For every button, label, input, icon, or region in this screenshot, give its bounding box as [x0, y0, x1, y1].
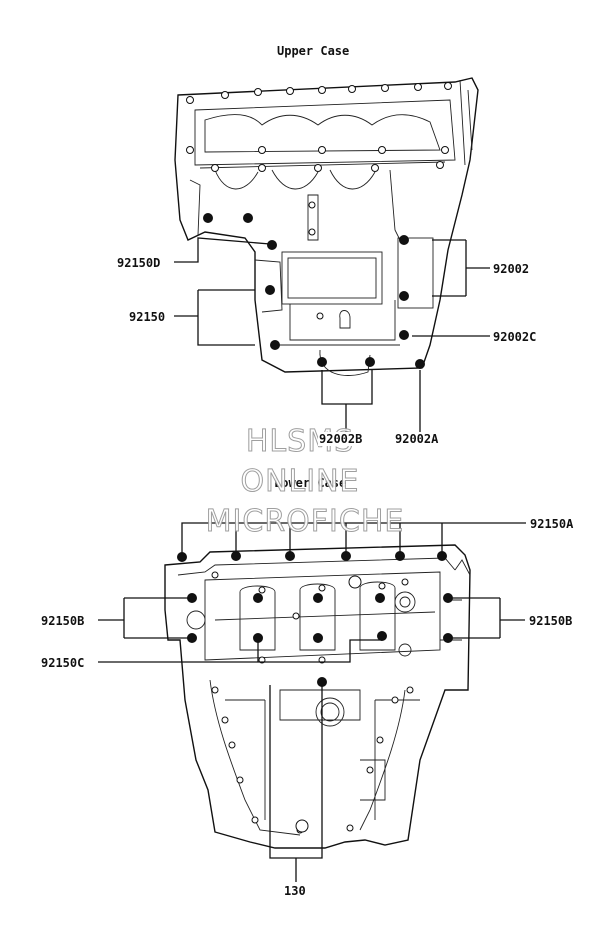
- bolt-dot: [375, 593, 385, 603]
- hole-ring: [381, 84, 389, 92]
- part-92150C[interactable]: 92150C: [40, 656, 86, 670]
- bolt-dot: [399, 291, 409, 301]
- hole-ring: [441, 146, 449, 154]
- hole-ring: [318, 86, 326, 94]
- bolt-dot: [443, 593, 453, 603]
- lower-case-drawing: [164, 544, 471, 849]
- hole-ring: [211, 164, 219, 172]
- bolt-dot: [443, 633, 453, 643]
- hole-ring: [318, 146, 326, 154]
- bolt-dot: [243, 213, 253, 223]
- bolt-dot: [270, 340, 280, 350]
- bolt-dot: [203, 213, 213, 223]
- hole-ring: [348, 575, 362, 589]
- hole-ring: [376, 736, 384, 744]
- hole-ring: [254, 88, 262, 96]
- hole-ring: [371, 164, 379, 172]
- bolt-dot: [187, 633, 197, 643]
- bolt-dot: [265, 285, 275, 295]
- part-92150B-left[interactable]: 92150B: [40, 614, 86, 628]
- hole-ring: [186, 96, 194, 104]
- hole-ring: [378, 146, 386, 154]
- part-92150B-right[interactable]: 92150B: [528, 614, 574, 628]
- hole-ring: [444, 82, 452, 90]
- bolt-dot: [399, 235, 409, 245]
- part-92002C[interactable]: 92002C: [492, 330, 538, 344]
- part-92002A[interactable]: 92002A: [394, 432, 440, 446]
- bolt-dot: [317, 677, 327, 687]
- hole-ring: [391, 696, 399, 704]
- hole-ring: [406, 686, 414, 694]
- hole-ring: [316, 312, 324, 320]
- hole-ring: [348, 85, 356, 93]
- hole-ring: [295, 819, 309, 833]
- bolt-dot: [365, 357, 375, 367]
- hole-ring: [286, 87, 294, 95]
- part-92002[interactable]: 92002: [492, 262, 531, 276]
- watermark-line-2: ONLINE: [240, 464, 360, 500]
- bolt-dot: [177, 552, 187, 562]
- hole-ring: [236, 776, 244, 784]
- hole-ring: [366, 766, 374, 774]
- lower-leaders: [98, 522, 526, 882]
- upper-case-title: Upper Case: [277, 44, 350, 58]
- bolt-dot: [377, 631, 387, 641]
- part-92150D[interactable]: 92150D: [116, 256, 162, 270]
- part-92150[interactable]: 92150: [128, 310, 167, 324]
- hole-ring: [186, 146, 194, 154]
- part-92150A[interactable]: 92150A: [529, 517, 575, 531]
- hole-ring: [346, 824, 354, 832]
- part-130[interactable]: 130: [283, 884, 307, 898]
- bolt-dot: [267, 240, 277, 250]
- hole-ring: [258, 164, 266, 172]
- bolt-dot: [187, 593, 197, 603]
- hole-ring: [251, 816, 259, 824]
- hole-ring: [414, 83, 422, 91]
- bolt-dot: [253, 633, 263, 643]
- lower-case-title: Lower Case: [274, 476, 347, 490]
- bolt-dot: [317, 357, 327, 367]
- hole-ring: [314, 164, 322, 172]
- hole-ring: [436, 161, 444, 169]
- upper-case-drawing: [174, 77, 479, 376]
- hole-ring: [258, 146, 266, 154]
- watermark-line-3: MICROFICHE: [205, 504, 405, 540]
- hole-ring: [211, 571, 219, 579]
- hole-ring: [221, 91, 229, 99]
- hole-ring: [211, 686, 219, 694]
- hole-ring: [401, 578, 409, 586]
- hole-ring: [228, 741, 236, 749]
- hole-ring: [308, 228, 316, 236]
- bolt-dot: [253, 593, 263, 603]
- bolt-dot: [399, 330, 409, 340]
- hole-ring: [308, 201, 316, 209]
- hole-ring: [292, 612, 300, 620]
- hole-ring: [258, 586, 266, 594]
- bolt-dot: [415, 359, 425, 369]
- bolt-dot: [313, 593, 323, 603]
- hole-ring: [378, 582, 386, 590]
- hole-ring: [318, 584, 326, 592]
- bolt-dot: [313, 633, 323, 643]
- hole-ring: [221, 716, 229, 724]
- part-92002B[interactable]: 92002B: [318, 432, 364, 446]
